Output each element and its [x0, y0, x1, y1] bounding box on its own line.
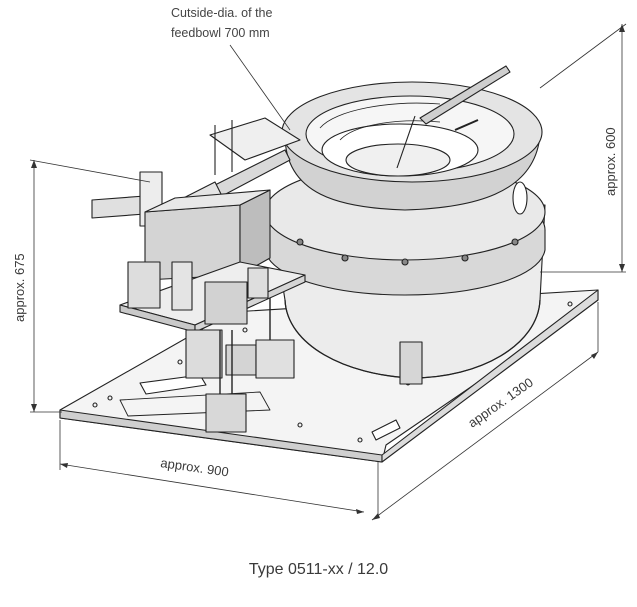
dimension-arrows — [31, 24, 625, 520]
feedbowl-dia-note-line1: Cutside-dia. of the — [171, 6, 273, 20]
width-label: approx. 900 — [160, 455, 230, 479]
height-left-label: approx. 675 — [12, 253, 27, 322]
dimension-lines — [29, 23, 627, 521]
type-caption: Type 0511-xx / 12.0 — [248, 561, 389, 578]
feedbowl — [264, 65, 546, 385]
feedbowl-dia-note-line2: feedbowl 700 mm — [171, 26, 270, 40]
linear-feeder-assembly — [91, 117, 306, 433]
height-right-label: approx. 600 — [603, 127, 618, 196]
